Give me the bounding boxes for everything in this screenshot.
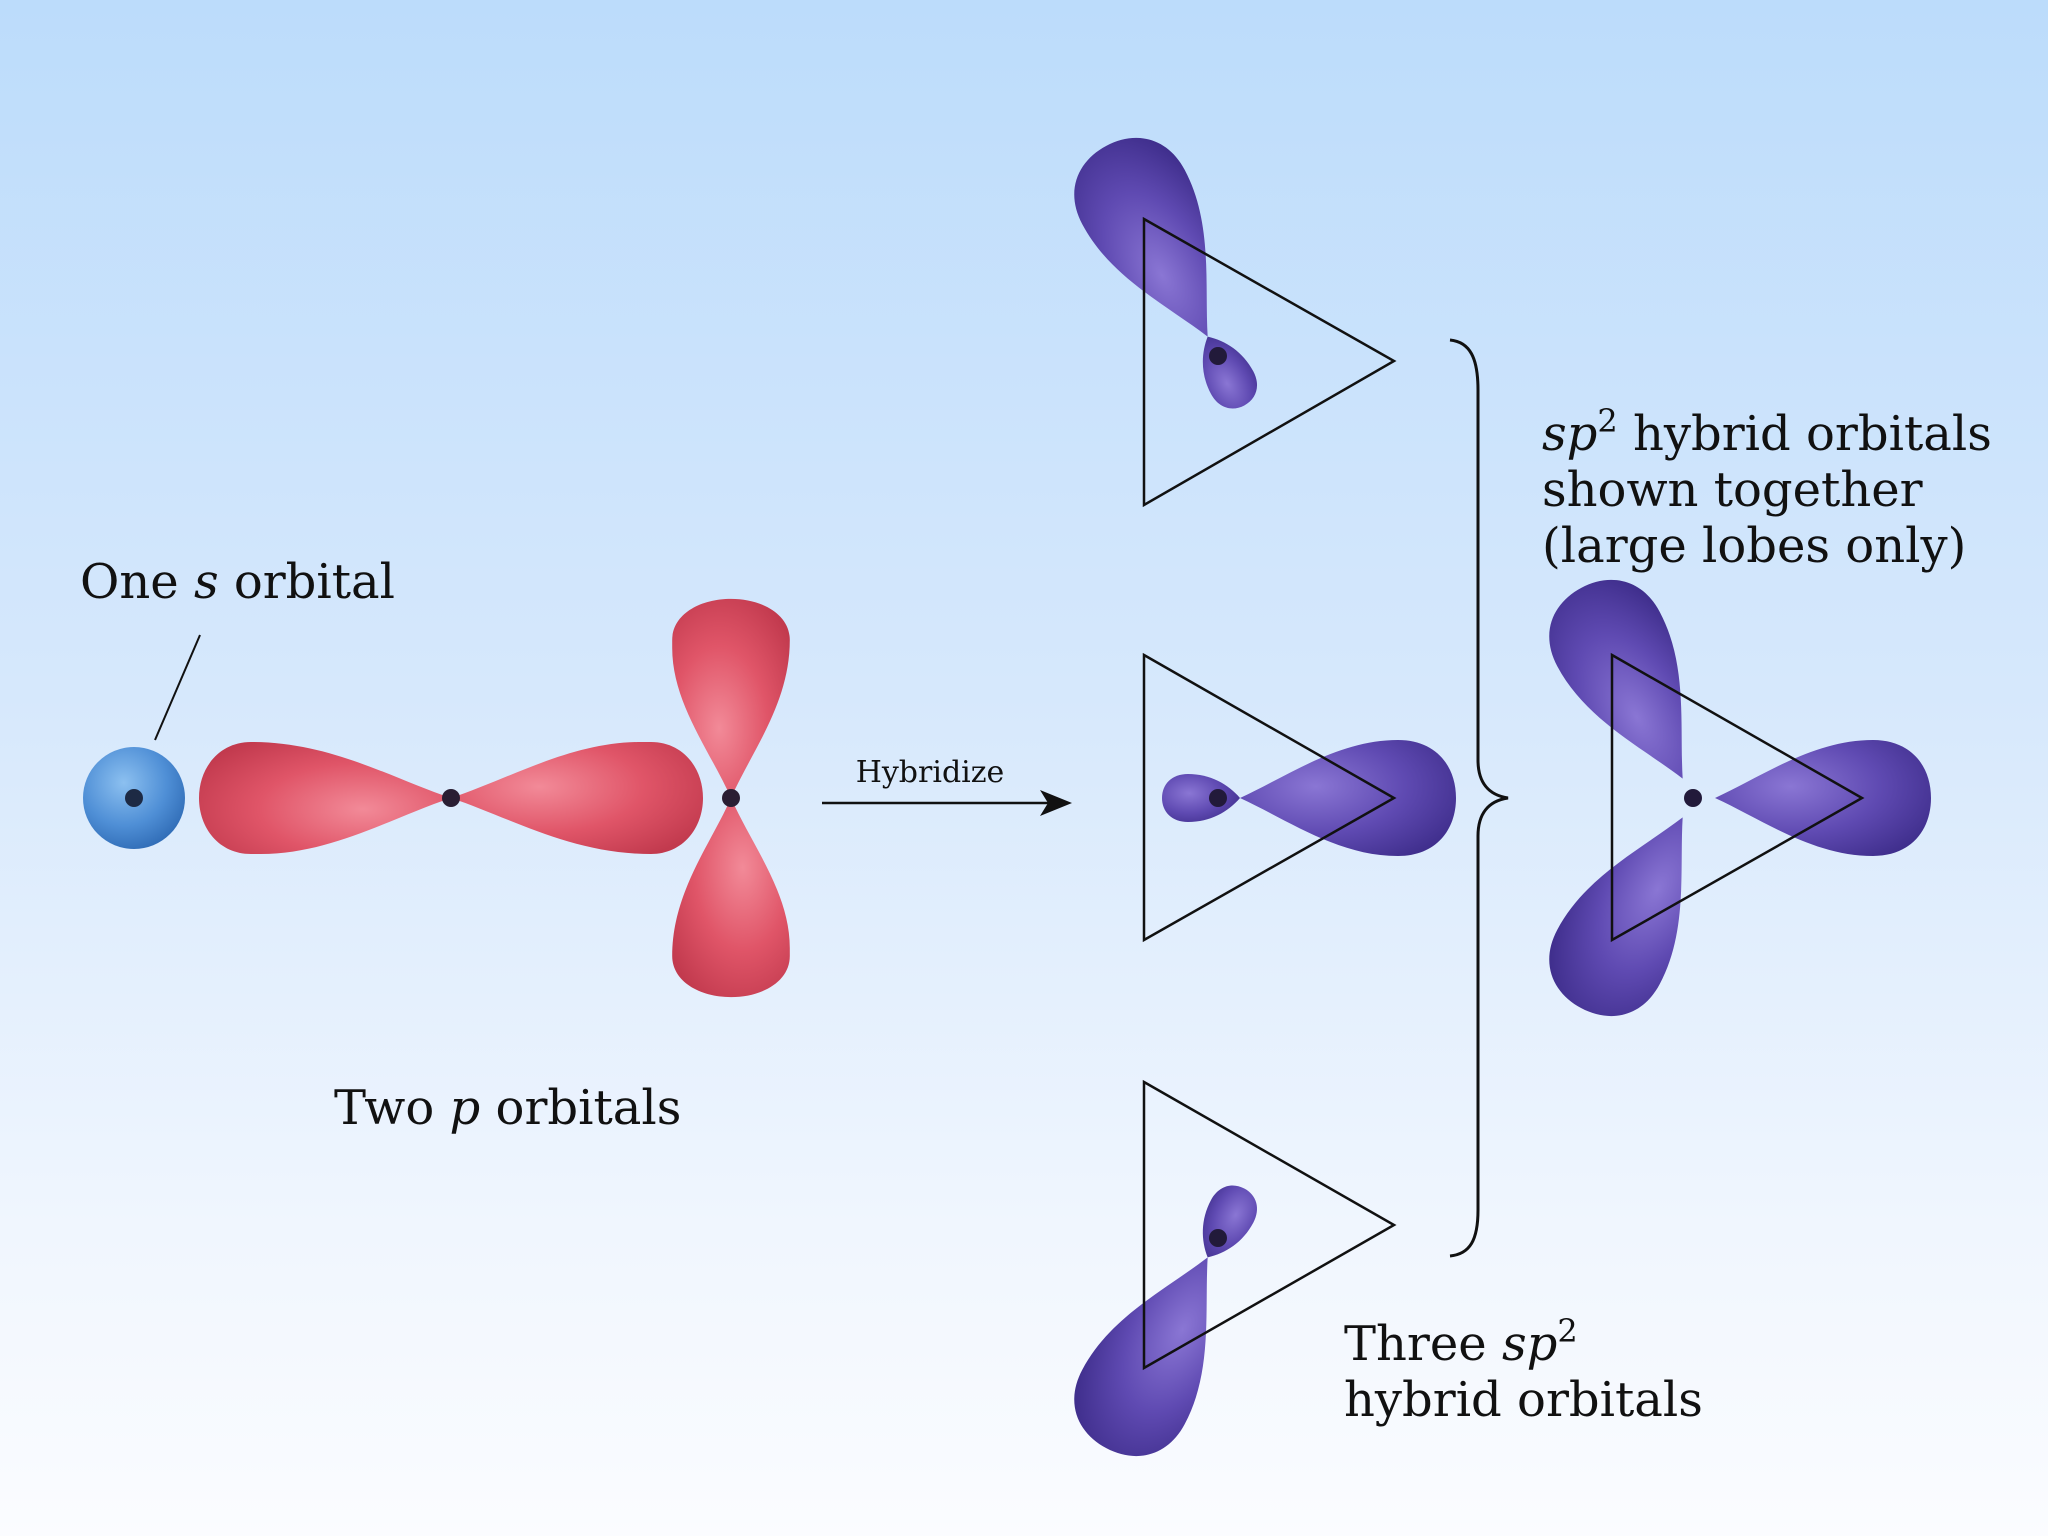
s-label-var: s (194, 554, 219, 610)
three-sp2-label: Three sp2 (1344, 1312, 1578, 1372)
p-label-var: p (450, 1080, 481, 1136)
three-label-prefix: Three (1344, 1316, 1502, 1372)
combined-nucleus (1684, 789, 1702, 807)
hybridize-label: Hybridize (856, 755, 1005, 790)
sp2-hybrid-orbital-bottom (1055, 1079, 1397, 1476)
p-label-prefix: Two (334, 1080, 450, 1136)
s-orbital (83, 747, 185, 849)
three-label-sup: 2 (1557, 1312, 1577, 1350)
p-horizontal-nucleus (442, 789, 460, 807)
p-vertical-nucleus (722, 789, 740, 807)
together-label-sup: 2 (1597, 402, 1617, 440)
triangle-combined (1610, 652, 1865, 943)
sp2-hybrid-orbital-middle (1142, 652, 1456, 943)
s-label-suffix: orbital (219, 554, 395, 610)
s-label-prefix: One (80, 554, 194, 610)
p-orbital-horizontal (199, 742, 703, 854)
s-nucleus (125, 789, 143, 807)
three-label-var: sp (1502, 1316, 1557, 1372)
s-orbital-label: One s orbital (80, 554, 395, 610)
curly-brace (1449, 338, 1509, 1258)
hybrid-middle-nucleus (1209, 789, 1227, 807)
shown-together-label: sp2 hybrid orbitals (1542, 402, 1992, 462)
p-orbital-vertical (672, 598, 790, 998)
triangle-middle (1142, 652, 1397, 943)
s-label-leader-line (154, 634, 201, 741)
triangle-top (1142, 216, 1397, 508)
shown-together-label-line2: shown together (1542, 462, 1923, 518)
sp2-hybrid-orbitals-combined (1530, 560, 1931, 1036)
triangle-bottom (1142, 1079, 1397, 1371)
p-label-suffix: orbitals (480, 1080, 681, 1136)
hybridize-arrow (822, 790, 1072, 816)
together-label-var: sp (1542, 406, 1597, 462)
shown-together-label-line3: (large lobes only) (1542, 518, 1966, 574)
sp2-hybrid-orbital-top (1055, 118, 1397, 508)
hybrid-top-nucleus (1209, 347, 1227, 365)
together-label-suffix: hybrid orbitals (1618, 406, 1992, 462)
three-sp2-label-line2: hybrid orbitals (1344, 1372, 1703, 1428)
p-orbitals-label: Two p orbitals (334, 1080, 681, 1136)
hybrid-bottom-nucleus (1209, 1229, 1227, 1247)
